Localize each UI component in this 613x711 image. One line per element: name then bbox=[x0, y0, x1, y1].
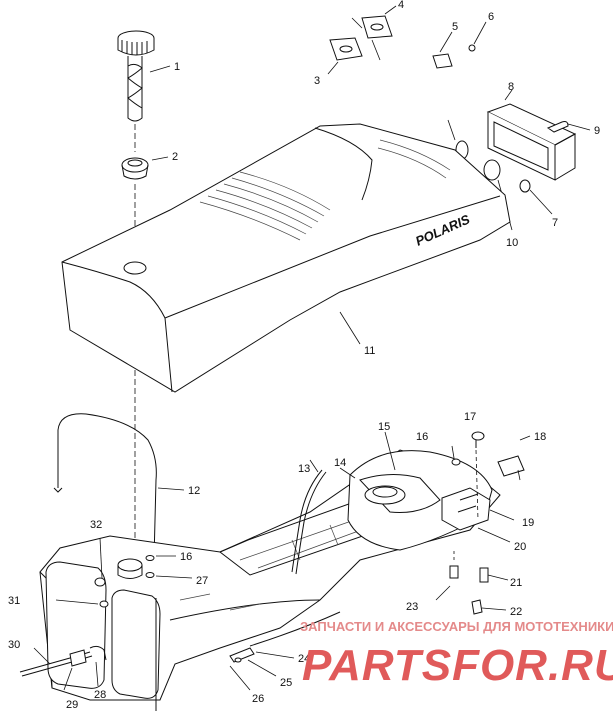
callout-5: 5 bbox=[452, 21, 458, 33]
decal-parts bbox=[327, 5, 487, 75]
callout-32: 32 bbox=[90, 519, 102, 531]
callout-1: 1 bbox=[174, 61, 180, 73]
callout-20: 20 bbox=[514, 541, 526, 553]
fuel-cap-part bbox=[117, 30, 171, 122]
seat-part: POLARIS bbox=[61, 123, 511, 393]
callout-25: 25 bbox=[280, 677, 292, 689]
callout-3: 3 bbox=[314, 75, 320, 87]
callout-29: 29 bbox=[66, 699, 78, 711]
callout-12: 12 bbox=[188, 485, 200, 497]
callout-6: 6 bbox=[488, 11, 494, 23]
callout-13: 13 bbox=[298, 463, 310, 475]
callout-27: 27 bbox=[196, 575, 208, 587]
gauge-wire bbox=[53, 413, 185, 561]
watermark: ЗАПЧАСТИ И АКСЕССУАРЫ ДЛЯ МОТОТЕХНИКИ PA… bbox=[300, 619, 613, 690]
callout-16-lower: 16 bbox=[180, 551, 192, 563]
callout-9: 9 bbox=[594, 125, 600, 137]
callout-28: 28 bbox=[94, 689, 106, 701]
callout-23: 23 bbox=[406, 601, 418, 613]
watermark-logo-text: PARTSFOR.RU bbox=[302, 641, 613, 690]
callout-10: 10 bbox=[506, 237, 518, 249]
callout-17: 17 bbox=[464, 411, 476, 423]
callout-16-upper: 16 bbox=[416, 431, 428, 443]
callout-2: 2 bbox=[172, 151, 178, 163]
taillight-assembly bbox=[447, 89, 591, 231]
callout-18: 18 bbox=[534, 431, 546, 443]
callout-labels: 1 2 3 4 5 6 7 8 9 10 11 12 13 14 15 16 1… bbox=[8, 0, 600, 711]
callout-11: 11 bbox=[364, 345, 375, 357]
callout-31: 31 bbox=[8, 595, 20, 607]
callout-22: 22 bbox=[510, 606, 522, 618]
callout-24: 24 bbox=[298, 653, 310, 665]
callout-7: 7 bbox=[552, 217, 558, 229]
callout-4: 4 bbox=[398, 0, 404, 11]
fuel-tank-assembly bbox=[19, 431, 531, 711]
callout-21: 21 bbox=[510, 577, 522, 589]
callout-26: 26 bbox=[252, 693, 264, 705]
callout-15: 15 bbox=[378, 421, 390, 433]
grommet-part bbox=[121, 156, 169, 180]
callout-30: 30 bbox=[8, 639, 20, 651]
callout-19: 19 bbox=[522, 517, 534, 529]
watermark-tagline: ЗАПЧАСТИ И АКСЕССУАРЫ ДЛЯ МОТОТЕХНИКИ bbox=[300, 619, 613, 634]
callout-14: 14 bbox=[334, 457, 346, 469]
callout-8: 8 bbox=[508, 81, 514, 93]
